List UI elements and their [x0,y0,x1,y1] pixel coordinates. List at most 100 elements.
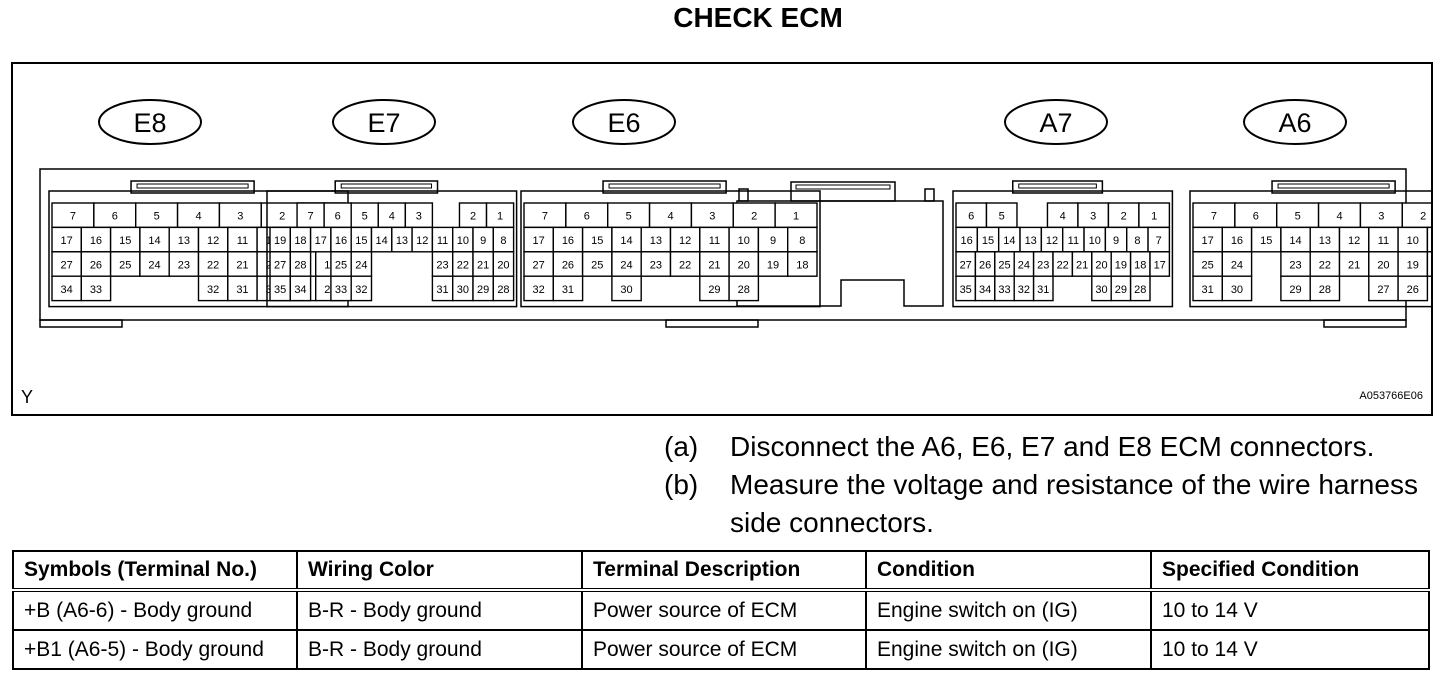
pin-a6-20: 20 [1368,251,1399,277]
pin-label: 15 [982,235,994,247]
pin-a6-3: 3 [1359,202,1403,229]
pin-label: 6 [1253,211,1259,223]
pin-a7-16: 16 [955,226,979,253]
pin-e6-9: 9 [757,226,789,253]
pin-e6-13: 13 [640,226,672,253]
pin-e6-11: 11 [699,226,730,253]
pin-e6-6: 6 [565,202,609,229]
pin-label: 16 [90,235,102,247]
pin-label: 13 [178,235,190,247]
pin-label: 12 [207,235,219,247]
pin-e8-34: 34 [51,275,82,302]
pin-a6-16: 16 [1221,226,1253,253]
pin-label: 2 [279,211,285,223]
pin-e6-22: 22 [669,251,701,277]
table-cell: 10 to 14 V [1150,589,1430,631]
pin-a6-19: 19 [1397,251,1429,277]
pin-label: 31 [562,284,574,296]
connector-e8: 7654321171615141312111098272625242322212… [48,180,349,308]
pin-label: 4 [195,211,201,223]
pin-label: 24 [620,260,632,272]
pin-label: 14 [376,235,388,247]
pin-e8-14: 14 [139,226,170,253]
pin-a6-10: 10 [1397,226,1429,253]
table-row: +B (A6-6) - Body ground B-R - Body groun… [12,589,1430,631]
pin-label: 11 [1378,235,1389,247]
pin-a7-35: 35 [955,275,977,302]
pin-a7-22: 22 [1052,251,1074,277]
pin-e7-28: 28 [492,275,515,302]
pin-label: 19 [1407,260,1419,272]
pin-label: 28 [294,260,306,272]
pin-e6-4: 4 [648,202,693,229]
pin-a7-10: 10 [1083,226,1107,253]
pin-a6-4: 4 [1317,202,1362,229]
pin-label: 1 [793,211,799,223]
pin-label: 15 [119,235,131,247]
pin-a6-9: 9 [1426,226,1431,253]
pin-e6-27: 27 [523,251,554,277]
pin-e8-7: 7 [51,202,95,229]
pin-e7-35: 35 [269,275,291,302]
corner-label: Y [21,387,34,407]
pin-a6-27: 27 [1368,275,1399,302]
pin-label: 33 [998,284,1010,296]
pin-label: 10 [738,235,750,247]
pin-e7-24: 24 [350,251,373,277]
pin-label: 19 [1115,260,1127,272]
pin-a7-24: 24 [1013,251,1035,277]
pin-label: 29 [477,284,489,296]
pin-e7-29: 29 [472,275,494,302]
pin-e6-31: 31 [552,275,584,302]
pin-e7-3: 3 [404,202,434,229]
pin-label: 2 [1420,211,1426,223]
pin-label: 17 [1202,235,1214,247]
pin-label: 21 [708,260,720,272]
step-label: (a) [664,431,699,462]
pin-label: 15 [591,235,603,247]
pin-a6-22: 22 [1309,251,1341,277]
pin-label: 29 [1115,284,1127,296]
pin-e6-28: 28 [728,275,760,302]
pin-a6-7: 7 [1192,202,1236,229]
connector-label-a6: A6 [1278,108,1311,138]
pin-label: 24 [1018,260,1030,272]
pin-a6-29: 29 [1280,275,1311,302]
pin-label: 7 [1211,211,1217,223]
pin-e6-17: 17 [523,226,554,253]
pin-label: 18 [294,235,306,247]
label-a7: A7 [1004,99,1108,145]
pin-e6-23: 23 [640,251,672,277]
pin-a6-12: 12 [1338,226,1370,253]
pin-label: 1 [1151,211,1157,223]
column-header: Terminal Description [581,550,867,592]
pin-label: 11 [1068,235,1079,247]
pin-e7-16: 16 [330,226,352,253]
pin-e7-21: 21 [472,251,494,277]
pin-label: 5 [154,211,160,223]
pin-label: 24 [355,260,367,272]
pin-label: 5 [1295,211,1301,223]
pin-label: 8 [799,235,805,247]
pin-label: 24 [1231,260,1243,272]
pin-e8-16: 16 [80,226,112,253]
pin-label: 22 [1319,260,1331,272]
pin-e7-17: 17 [309,226,332,253]
pin-e7-12: 12 [411,226,434,253]
pin-label: 18 [1134,260,1146,272]
table-cell: +B (A6-6) - Body ground [12,589,298,631]
pin-e7-25: 25 [330,251,352,277]
pin-label: 10 [457,235,469,247]
pin-a7-25: 25 [994,251,1015,277]
pin-label: 4 [1336,211,1342,223]
pin-label: 3 [709,211,715,223]
pin-label: 1 [497,211,503,223]
pin-e6-26: 26 [552,251,584,277]
instruction-step: (b) Measure the voltage and resistance o… [664,466,1440,542]
spec-table: Symbols (Terminal No.) Wiring Color Term… [12,550,1430,670]
pin-label: 17 [315,235,327,247]
pin-e6-1: 1 [774,202,818,229]
pin-e6-15: 15 [581,226,613,253]
